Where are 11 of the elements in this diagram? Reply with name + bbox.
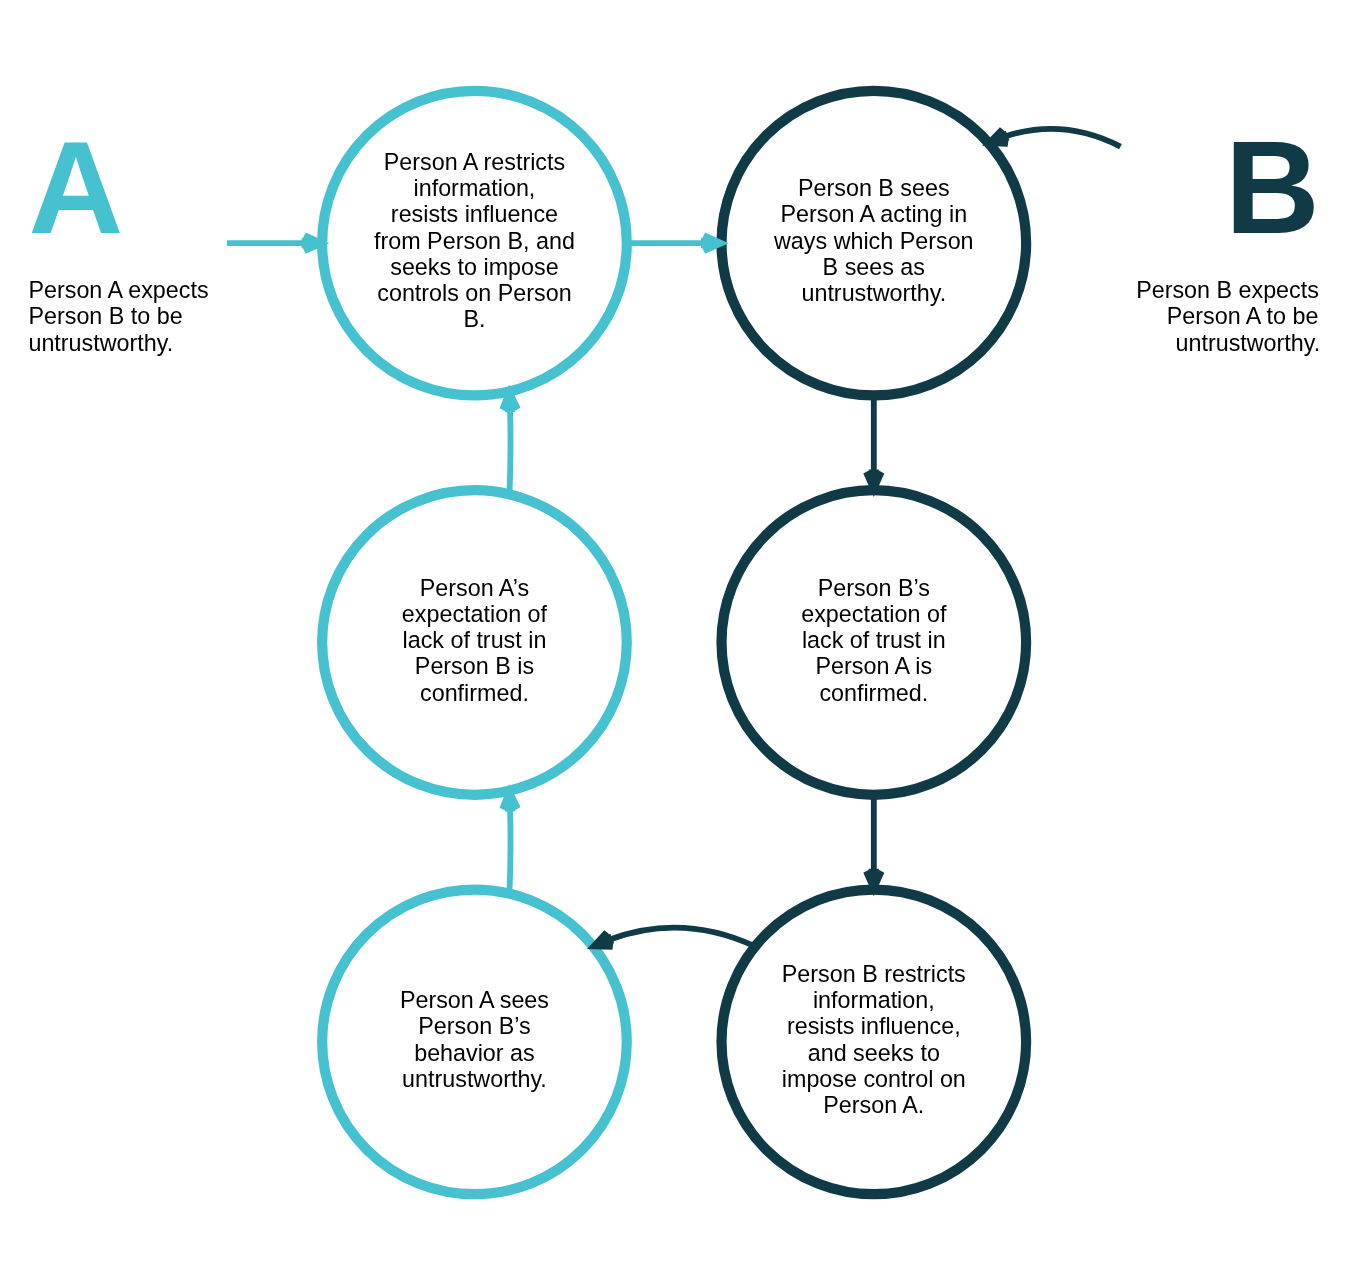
node-circle: Person A sees Person B’s behavior as untrustworthy. (317, 884, 632, 1200)
node-text: A (28, 113, 124, 261)
node-text: B (1225, 113, 1320, 261)
node-circle: Person B sees Person A acting in ways which Person B sees as untrustworthy. (716, 85, 1032, 401)
node-circle: Person B restricts information, resists influence, and seeks to impose control on Person A. (716, 884, 1032, 1200)
arrow (985, 126, 1122, 150)
node-label: Person B expects Person A to be untrustworthy. (1136, 277, 1321, 356)
node-circle: Person A restricts information, resists influence from Person B, and seeks to impose controls on Person B. (317, 85, 632, 401)
node-label: Person A expects Person B to be untrustworthy. (28, 277, 209, 356)
node-circle: Person B’s expectation of lack of trust in Person A is confirmed. (716, 485, 1032, 800)
node-circle: Person A’s expectation of lack of trust in Person B is confirmed. (317, 485, 632, 800)
